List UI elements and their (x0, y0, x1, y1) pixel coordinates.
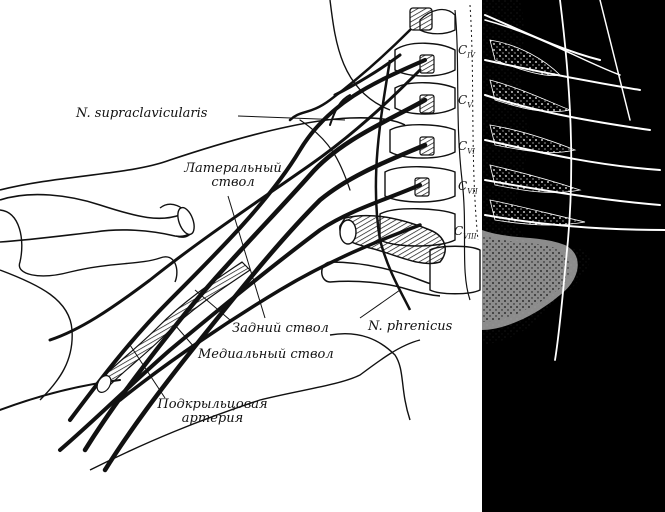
vertebra-index: IV (467, 51, 476, 60)
nerve-trunks (0, 28, 428, 473)
fiber-bundles (489, 39, 586, 226)
vertebra-letter: C (458, 93, 468, 107)
label-n-supraclavicularis: N. supraclavicularis (76, 106, 208, 121)
label-posterior-trunk: Задний ствол (232, 321, 329, 336)
vertebra-letter: C (454, 224, 464, 238)
vertebra-letter: C (458, 139, 468, 153)
vertebra-label-c4: CIV (458, 44, 475, 61)
label-lateral-trunk-line2: ствол (211, 175, 255, 190)
axillary-artery-cut (96, 375, 112, 393)
vertebra-letter: C (458, 43, 468, 57)
vertebra-index: V (467, 101, 473, 110)
vertebra-label-c5: CV (458, 94, 472, 111)
label-n-phrenicus: N. phrenicus (368, 319, 453, 334)
vertebra-label-c6: CVI (458, 140, 475, 157)
vertebra-letter: C (458, 179, 468, 193)
stippled-tissue-right-3 (482, 235, 570, 322)
head-outline (329, 0, 391, 111)
phrenic-nerve (374, 59, 412, 311)
label-pointers (129, 195, 401, 399)
label-axillary-artery-line2: артерия (181, 411, 244, 426)
chest-contour (329, 333, 411, 421)
vertebra-label-c7: CVII (458, 180, 478, 197)
scapula (0, 209, 178, 283)
subclavian-artery (339, 214, 446, 265)
clavicle-bone (0, 193, 194, 243)
vertebra-index: VI (467, 147, 476, 156)
clavicle-cut-end (177, 206, 195, 236)
vertebra-index: VII (467, 187, 478, 196)
arm-contour-lower (89, 339, 421, 471)
subclavian-artery-cut (339, 219, 357, 245)
vertebra-index: VIII (463, 232, 477, 241)
label-lateral-trunk: Латеральный ствол (178, 162, 288, 190)
supraclavicular-pointer (237, 115, 346, 121)
label-axillary-artery: Подкрыльцовая артерия (150, 398, 275, 426)
vertebra-label-c8: CVIII (454, 225, 477, 242)
label-lateral-trunk-line1: Латеральный (184, 161, 282, 176)
label-medial-trunk: Медиальный ствол (198, 347, 334, 362)
label-axillary-artery-line1: Подкрыльцовая (157, 397, 268, 412)
